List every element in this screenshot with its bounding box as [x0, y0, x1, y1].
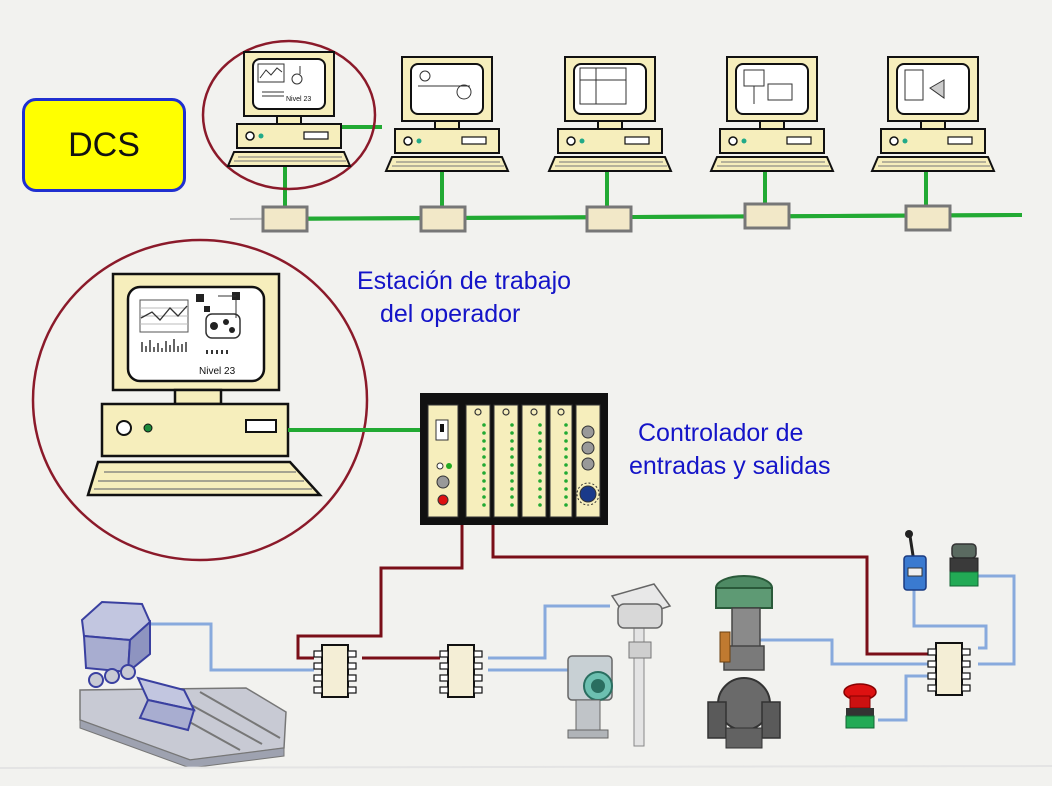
operator-workstation-computer — [86, 272, 323, 497]
workstation-label-line1: Estación de trabajo — [357, 267, 572, 295]
small-screen-level-text: Nivel 23 — [286, 96, 311, 103]
operator-workstation-ring — [31, 238, 369, 562]
network-node-5 — [904, 204, 952, 232]
network-node-2 — [419, 205, 467, 233]
dcs-badge: DCS — [22, 98, 186, 192]
network-node-3 — [585, 205, 633, 233]
workstation-computer-3 — [548, 56, 672, 172]
controller-label-line1: Controlador de — [638, 419, 804, 447]
network-node-1 — [261, 205, 309, 233]
emergency-stop-icon — [843, 683, 877, 729]
screen-level-text: Nivel 23 — [199, 366, 236, 377]
workstation-computer-1 — [227, 51, 351, 167]
workstation-computer-2 — [385, 56, 509, 172]
background-divider — [0, 765, 1052, 769]
field-wiring — [296, 525, 928, 660]
workstation-computer-4 — [710, 56, 834, 172]
temperature-transmitter-icon — [610, 583, 672, 747]
junction-terminal-2 — [439, 644, 483, 698]
workstation-label-line2: del operador — [380, 300, 521, 328]
push-button-icon — [949, 543, 979, 587]
workstation-highlight-ring — [201, 39, 377, 191]
controller-label-line2: entradas y salidas — [629, 452, 831, 480]
network-node-4 — [743, 202, 791, 230]
pressure-transmitter-icon — [567, 655, 613, 739]
junction-terminal-1 — [313, 644, 357, 698]
control-valve-icon — [707, 575, 781, 749]
motor-conveyor-icon — [79, 600, 287, 769]
junction-terminal-3 — [927, 642, 971, 696]
io-controller-rack — [420, 393, 608, 525]
workstation-computer-5 — [871, 56, 995, 172]
limit-switch-icon — [903, 530, 927, 591]
